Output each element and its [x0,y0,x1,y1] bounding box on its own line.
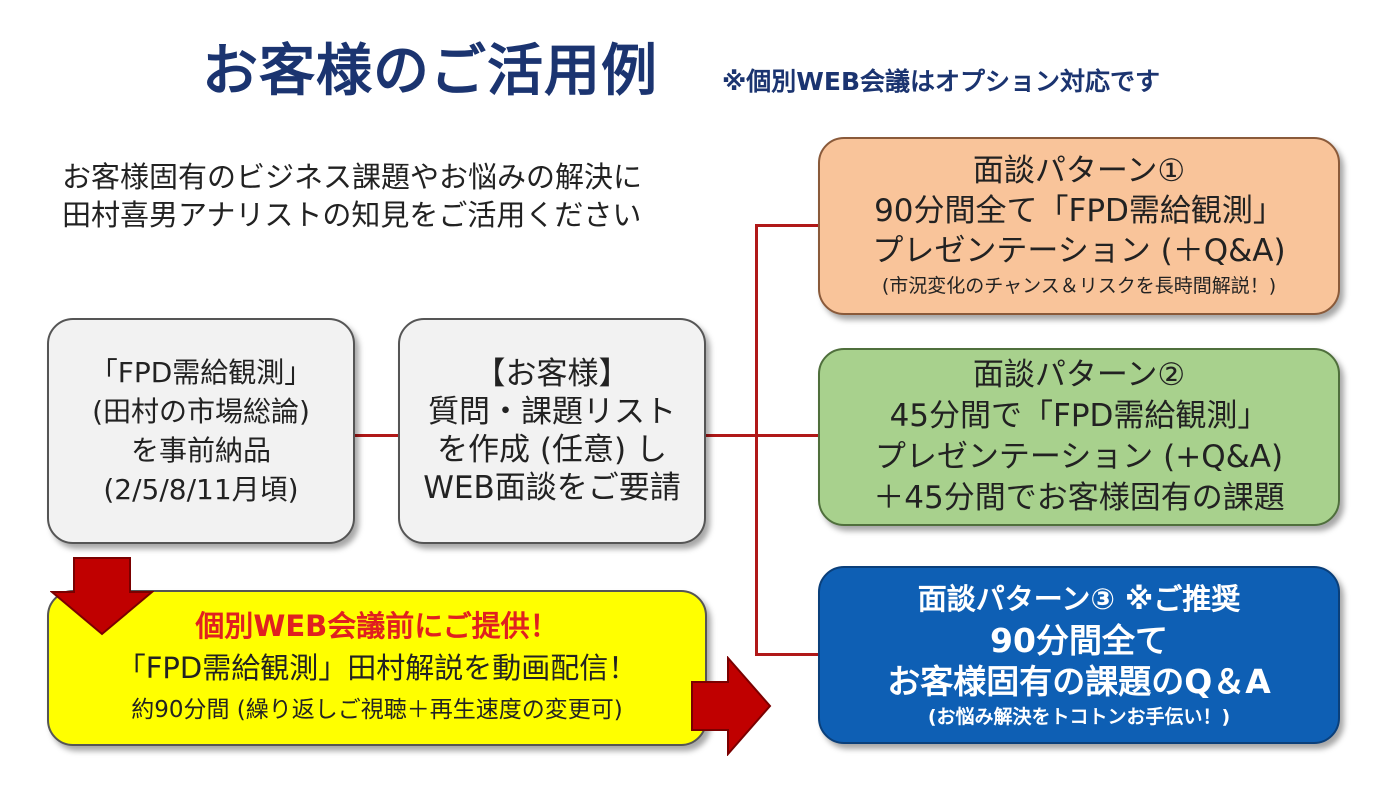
pattern3-head: 面談パターン③ ※ご推奨 [917,581,1241,616]
pattern1-box: 面談パターン① 90分間全て「FPD需給観測」 プレゼンテーション (＋Q&A)… [818,137,1340,315]
fpd-box-line: 「FPD需給観測」 [89,356,313,389]
fpd-box-line: (2/5/8/11月頃) [103,473,299,506]
fpd-box-line: (田村の市場総論) [92,395,310,428]
title-note: ※個別WEB会議はオプション対応です [722,67,1161,96]
connector-customer-trunk [706,434,758,437]
fpd-delivery-box: 「FPD需給観測」 (田村の市場総論) を事前納品 (2/5/8/11月頃) [47,318,355,544]
connector-trunk-vertical [755,224,758,656]
pattern1-line: 90分間全て「FPD需給観測」 [874,193,1284,229]
fpd-box-line: を事前納品 [130,434,271,467]
intro-line: お客様固有のビジネス課題やお悩みの解決に [62,160,643,194]
right-arrow-icon [691,656,772,756]
customer-box-line: を作成 (任意) し [437,432,667,468]
down-arrow-icon [50,557,154,636]
pattern2-line: 面談パターン② [972,357,1186,393]
pattern1-line: 面談パターン① [972,153,1186,189]
connector-to-pattern3 [755,653,818,656]
pattern2-line: ＋45分間でお客様固有の課題 [873,480,1285,516]
connector-to-pattern1 [755,224,818,227]
customer-box-line: WEB面談をご要請 [423,470,681,506]
page-title: お客様のご活用例 [202,39,658,104]
pattern3-box: 面談パターン③ ※ご推奨 90分間全て お客様固有の課題のQ＆A (お悩み解決を… [818,566,1340,744]
intro-line: 田村喜男アナリストの知見をご活用ください [62,198,642,232]
pattern3-note: (お悩み解決をトコトンお手伝い！) [927,705,1231,728]
customer-box-line: 質問・課題リスト [428,394,676,430]
video-highlight: 個別WEB会議前にご提供！ [195,609,559,643]
intro-text: お客様固有のビジネス課題やお悩みの解決に 田村喜男アナリストの知見をご活用くださ… [62,158,742,234]
pattern2-box: 面談パターン② 45分間で「FPD需給観測」 プレゼンテーション (+Q&A) … [818,348,1340,526]
customer-box-line: 【お客様】 [474,356,630,392]
connector-to-pattern2 [755,434,818,437]
customer-request-box: 【お客様】 質問・課題リスト を作成 (任意) し WEB面談をご要請 [398,318,706,544]
video-sub: 約90分間 (繰り返しご視聴＋再生速度の変更可) [131,697,623,723]
pattern2-line: 45分間で「FPD需給観測」 [889,398,1269,434]
pattern3-line: お客様固有の課題のQ＆A [887,661,1271,701]
video-offer-box: 個別WEB会議前にご提供！ 「FPD需給観測」田村解説を動画配信！ 約90分間 … [47,590,707,746]
pattern2-line: プレゼンテーション (+Q&A) [874,439,1284,475]
connector-fpd-customer [355,434,398,437]
video-line: 「FPD需給観測」田村解説を動画配信！ [116,651,638,685]
pattern1-line: プレゼンテーション (＋Q&A) [872,233,1286,269]
pattern1-note: (市況変化のチャンス＆リスクを長時間解説！) [881,275,1277,297]
pattern3-line: 90分間全て [990,620,1168,660]
